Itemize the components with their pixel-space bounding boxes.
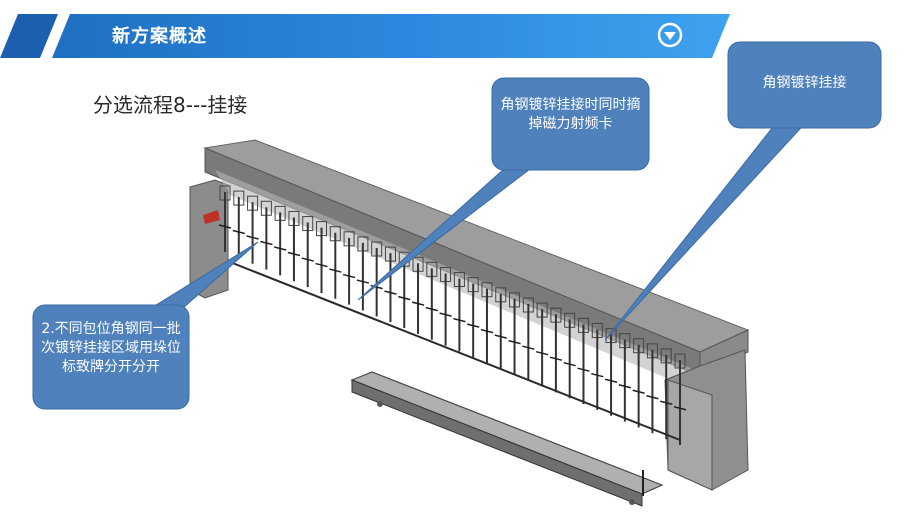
hook xyxy=(522,297,535,381)
hook xyxy=(480,282,494,364)
hook xyxy=(260,200,273,270)
hook xyxy=(439,266,452,346)
drip-tray xyxy=(350,371,664,507)
hook xyxy=(287,210,301,282)
callout-left xyxy=(32,241,259,410)
hook xyxy=(453,272,466,352)
red-marker xyxy=(203,210,220,224)
header-title: 新方案概述 xyxy=(112,26,207,47)
callout-top-right xyxy=(604,41,882,341)
hook xyxy=(646,343,659,434)
hook xyxy=(384,246,397,323)
rack-body xyxy=(189,139,750,491)
hook xyxy=(218,185,232,252)
hook-rail xyxy=(229,261,681,441)
hook xyxy=(591,322,604,410)
hook xyxy=(618,333,632,422)
slide-subtitle: 分选流程8---挂接 xyxy=(93,93,248,117)
banner-shape xyxy=(0,14,730,58)
hook xyxy=(370,241,383,317)
header-banner: 新方案概述 xyxy=(0,14,918,58)
hook xyxy=(466,277,480,358)
callout-top-middle-text: 角钢镀锌挂接时同时摘掉磁力射频卡 xyxy=(500,97,641,132)
callout-top-middle xyxy=(357,77,650,301)
hook xyxy=(660,348,673,440)
hook-array xyxy=(218,185,687,445)
hook xyxy=(673,353,687,445)
hook xyxy=(329,226,342,299)
hook xyxy=(232,190,245,258)
hook xyxy=(549,307,563,393)
hook xyxy=(577,317,590,405)
callout-top-right-text: 角钢镀锌挂接 xyxy=(762,75,847,91)
hook xyxy=(411,256,425,334)
hook xyxy=(535,302,549,387)
hook xyxy=(604,328,618,416)
hook xyxy=(301,216,314,288)
chevron-down-circle-icon[interactable] xyxy=(657,22,683,48)
hook xyxy=(273,205,287,276)
hook xyxy=(632,338,645,428)
hook xyxy=(563,312,576,399)
banner-accent-shape xyxy=(0,14,58,58)
hook xyxy=(356,236,370,311)
hook xyxy=(342,231,356,305)
hook xyxy=(494,287,507,369)
callout-left-text: 2.不同包位角钢同一批次镀锌挂接区域用垛位标致牌分开分开 xyxy=(41,321,181,375)
hook xyxy=(315,221,328,293)
hook xyxy=(246,195,259,264)
hook xyxy=(425,261,439,340)
hook xyxy=(508,292,521,375)
banner-bar-shape xyxy=(52,14,730,58)
